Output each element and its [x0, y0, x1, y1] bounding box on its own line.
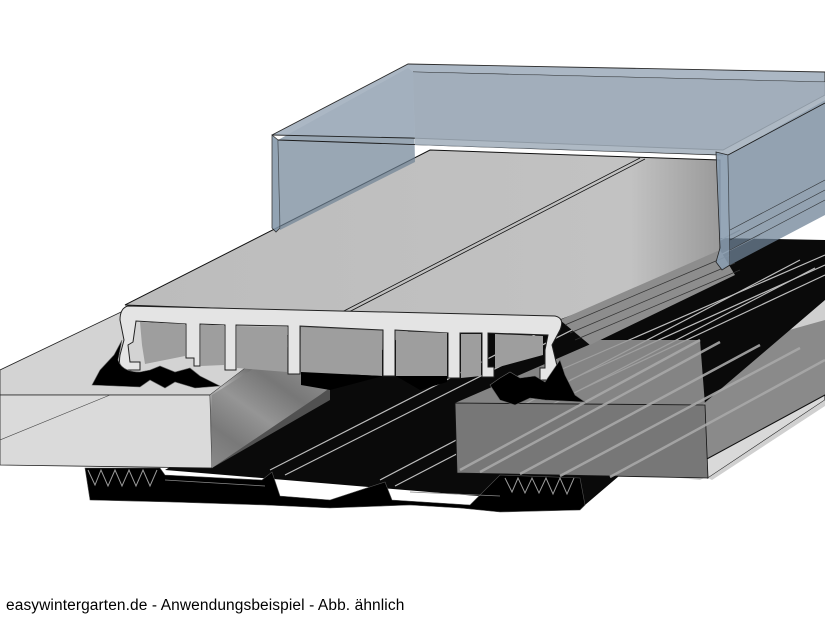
transparent-end-cap: [271, 63, 825, 271]
rubber-gaskets: [91, 339, 587, 406]
left-gasket: [91, 339, 222, 389]
image-caption: easywintergarten.de - Anwendungsbeispiel…: [6, 597, 405, 614]
profile-system-illustration: [0, 63, 825, 513]
aluminium-cover-profile: [119, 149, 741, 390]
right-gasket: [489, 359, 587, 406]
